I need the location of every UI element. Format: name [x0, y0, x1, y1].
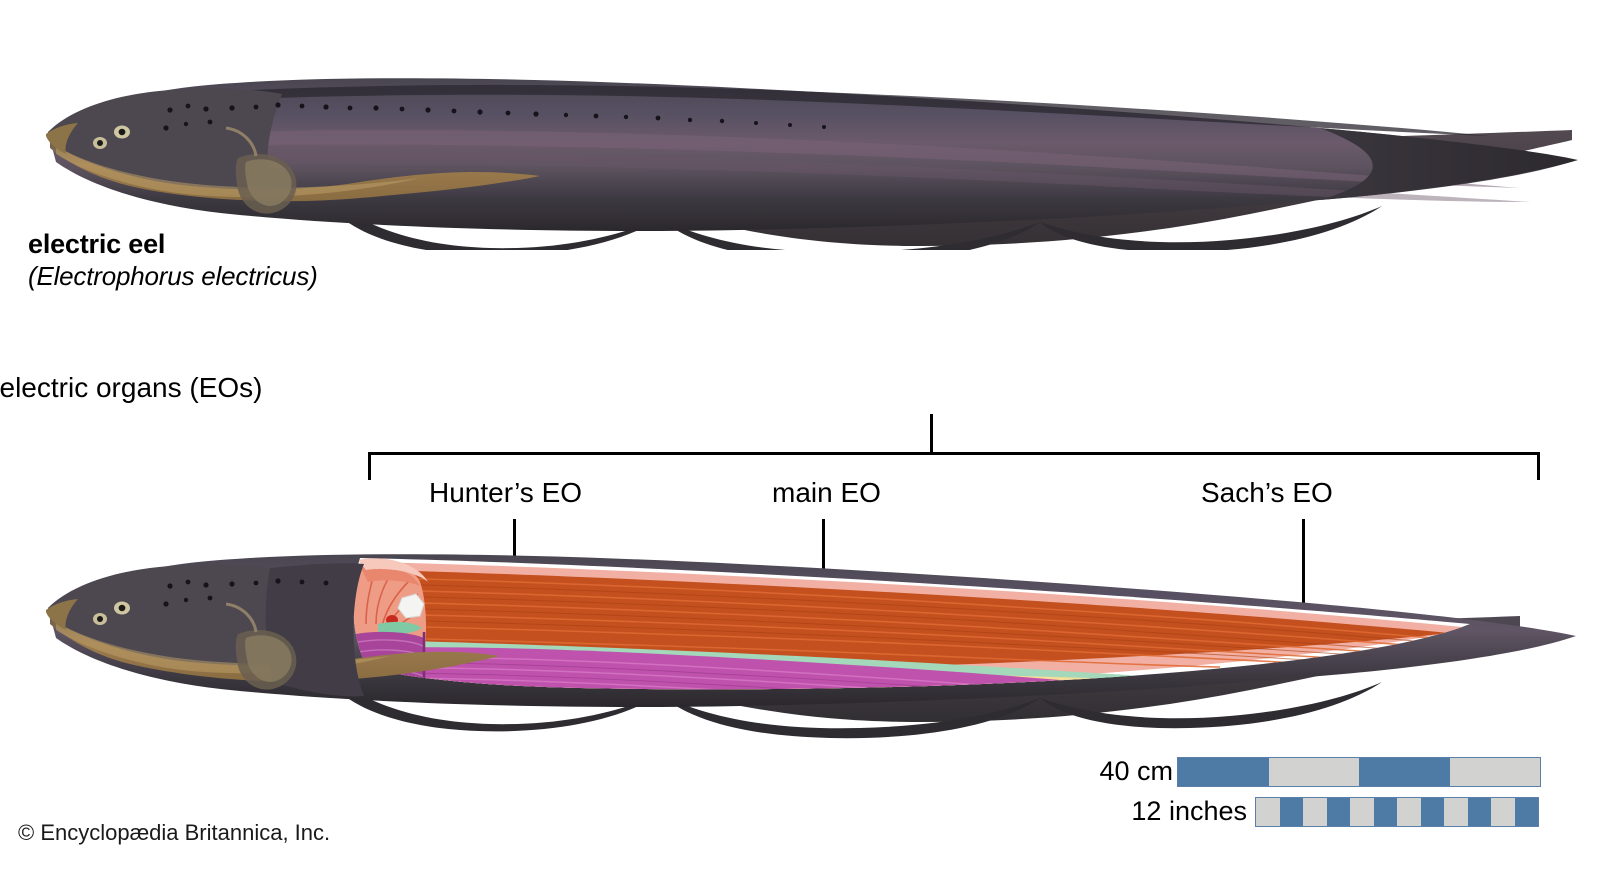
scale-segment	[1326, 797, 1350, 826]
scale-segment	[1303, 797, 1327, 826]
eel-cutaway-illustration	[46, 554, 1576, 739]
caption-scientific-name: (Electrophorus electricus)	[28, 260, 318, 291]
scale-segment	[1256, 797, 1280, 826]
label-sachs-eo: Sach’s EO	[1201, 477, 1333, 508]
scale-segment	[1373, 797, 1397, 826]
bracket-top-rail	[368, 452, 1540, 455]
bracket-right-tick	[1537, 452, 1540, 480]
scale-bar-metric: 40 cm	[1075, 756, 1541, 787]
scale-label-cm: 40 cm	[1099, 756, 1173, 786]
scale-segment	[1397, 797, 1421, 826]
scale-segment	[1514, 797, 1538, 826]
scale-segment	[1359, 757, 1450, 786]
scale-segment	[1268, 757, 1359, 786]
scale-segment	[1491, 797, 1515, 826]
scale-segment	[1449, 757, 1540, 786]
scale-label-inches: 12 inches	[1131, 796, 1247, 826]
scale-segment	[1178, 757, 1269, 786]
scale-segment	[1350, 797, 1374, 826]
electric-organs-group-label: electric organs (EOs)	[0, 372, 263, 403]
scale-segment	[1420, 797, 1444, 826]
eel-whole-illustration	[46, 78, 1578, 250]
caption-common-name: electric eel	[28, 229, 166, 259]
scale-segment	[1279, 797, 1303, 826]
credit-line: © Encyclopædia Britannica, Inc.	[18, 820, 331, 845]
scale-bar-imperial: 12 inches	[1075, 796, 1539, 827]
bracket-stem	[930, 414, 933, 454]
label-main-eo: main EO	[772, 477, 881, 508]
bracket-left-tick	[368, 452, 371, 480]
figure-caption: electric eel (Electrophorus electricus)	[28, 228, 318, 293]
scale-segment	[1444, 797, 1468, 826]
scale-bar-cm-track	[1177, 756, 1541, 787]
scale-bar-inches-track	[1255, 796, 1539, 827]
scale-segment	[1467, 797, 1491, 826]
leader-sachs-eo	[1302, 519, 1305, 653]
label-hunters-eo: Hunter’s EO	[429, 477, 583, 508]
